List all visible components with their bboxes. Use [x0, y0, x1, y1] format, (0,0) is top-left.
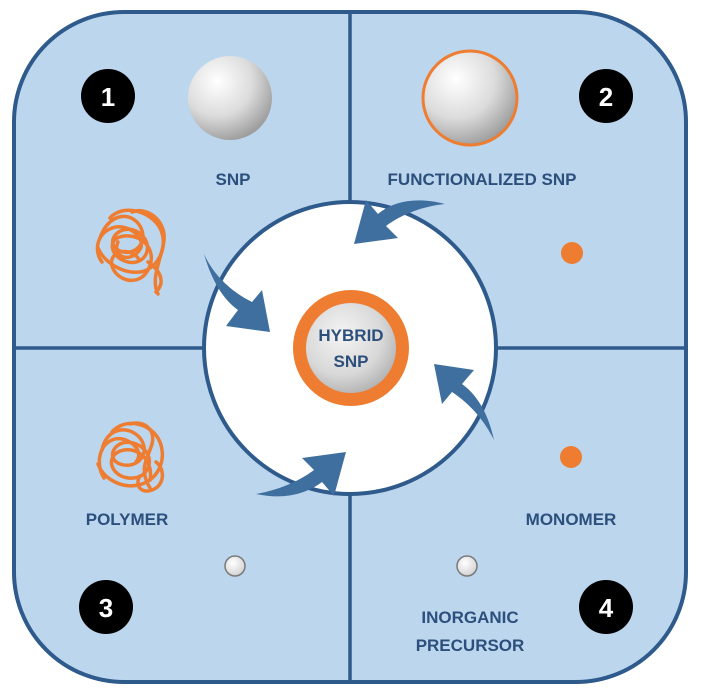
- label-polymer: POLYMER: [86, 510, 169, 529]
- arrow-from-polymer: [256, 452, 346, 497]
- monomer-dot-top-icon: [561, 242, 583, 264]
- center-label-line2: SNP: [334, 352, 369, 371]
- precursor-bead-left-icon: [224, 555, 246, 577]
- badge-3-number: 3: [99, 593, 113, 623]
- arrows: [204, 200, 494, 497]
- badge-4-number: 4: [599, 593, 614, 623]
- badge-2-number: 2: [599, 82, 613, 112]
- badge-1-number: 1: [101, 82, 115, 112]
- arrow-from-snp: [204, 254, 270, 332]
- label-snp: SNP: [216, 170, 251, 189]
- snp-sphere-icon: [188, 56, 272, 140]
- label-functionalized-snp: FUNCTIONALIZED SNP: [388, 170, 577, 189]
- polymer-coil-icon-bottom: [96, 421, 165, 493]
- polymer-coil-icon-top: [95, 208, 166, 296]
- center-label-line1: HYBRID: [318, 326, 383, 345]
- precursor-bead-right-icon: [456, 555, 478, 577]
- label-inorganic-precursor-line1: INORGANIC: [421, 608, 518, 627]
- badge-2: [579, 69, 633, 123]
- badge-4: [579, 580, 633, 634]
- badge-3: [79, 580, 133, 634]
- badge-1: [81, 69, 135, 123]
- functionalized-snp-sphere-icon: [421, 49, 519, 147]
- label-inorganic-precursor-line2: PRECURSOR: [416, 636, 525, 655]
- arrow-from-monomer: [434, 364, 494, 440]
- hybrid-snp-core: [306, 303, 396, 393]
- monomer-dot-bottom-icon: [560, 446, 582, 468]
- label-monomer: MONOMER: [526, 510, 617, 529]
- arrow-from-functionalized-snp: [354, 200, 445, 244]
